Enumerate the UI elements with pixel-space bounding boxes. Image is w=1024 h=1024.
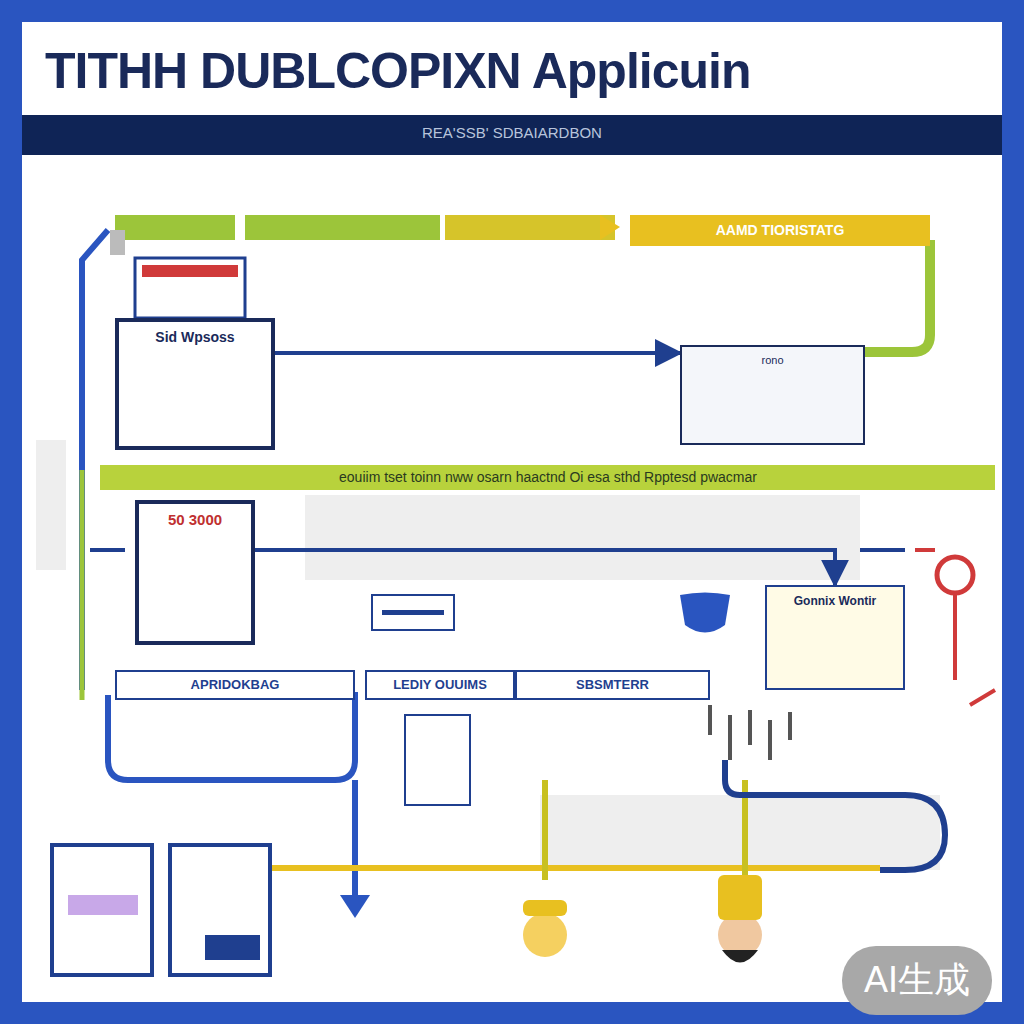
top-band	[445, 215, 615, 240]
stage-label: APRIDOKBAG	[115, 670, 355, 700]
report-panel: Gonnix Wontir	[765, 585, 905, 690]
connector	[275, 351, 680, 355]
node-text: 50 3000	[168, 511, 222, 529]
document-icon	[52, 845, 152, 975]
subtitle-band	[22, 115, 1002, 155]
antenna	[110, 230, 125, 255]
stage-label: SBSMTERR	[515, 670, 710, 700]
pipe	[270, 865, 880, 871]
wire	[90, 548, 125, 552]
wire	[915, 548, 935, 552]
middle-band	[100, 465, 995, 490]
small-box-line	[382, 610, 444, 615]
worker-figure	[523, 913, 567, 957]
beard	[722, 950, 758, 963]
pipe	[352, 780, 358, 900]
node-text: LEDIY OUUIMS	[393, 677, 487, 693]
document-panel: rono	[680, 345, 865, 445]
wire	[860, 548, 905, 552]
stage-label: AAMD TIORISTATG	[630, 215, 930, 246]
node-text: APRIDOKBAG	[191, 677, 280, 693]
watermark: AI生成	[842, 946, 992, 1015]
band-arrow	[600, 215, 620, 240]
document-icon	[170, 845, 270, 975]
pipe	[545, 780, 745, 880]
red-icon	[937, 557, 973, 593]
machine-box: Sid Wpsoss	[115, 318, 275, 450]
node-text: Gonnix Wontir	[794, 594, 876, 608]
node-text: rono	[761, 354, 783, 367]
hard-hat	[523, 900, 567, 916]
grey-panel	[540, 795, 940, 870]
pipe	[82, 230, 108, 690]
pipe-end	[340, 895, 370, 918]
side-panel	[36, 440, 66, 570]
pipe	[725, 760, 945, 870]
small-box	[372, 595, 454, 630]
top-band	[115, 215, 235, 240]
top-band	[245, 215, 440, 240]
node-text: Sid Wpsoss	[155, 329, 234, 346]
red-wire	[955, 595, 995, 705]
diagram-title: TITHH DUBLCOPIXN Applicuin	[45, 42, 750, 100]
cabinet	[405, 715, 470, 805]
hard-hat	[718, 875, 762, 920]
glyph-marks	[710, 705, 790, 760]
machine-panel	[142, 265, 238, 277]
document-panel	[205, 935, 260, 960]
stage-label: LEDIY OUUIMS	[365, 670, 515, 700]
pipe	[80, 470, 85, 700]
barcode	[68, 895, 138, 915]
connector	[255, 550, 835, 585]
machine-illustration	[135, 258, 245, 318]
inner-ground	[22, 22, 1002, 1002]
monitor-box: 50 3000	[135, 500, 255, 645]
pipe	[108, 692, 355, 780]
pipe	[865, 240, 930, 352]
shield-icon	[680, 593, 730, 633]
grey-panel	[305, 495, 860, 580]
node-text: AAMD TIORISTATG	[716, 222, 845, 239]
subtitle: REA'SSB' SDBAIARDBON	[422, 124, 602, 141]
band-text: eouiim tset toinn nww osarn haactnd Oi e…	[339, 469, 757, 485]
node-text: SBSMTERR	[576, 677, 649, 693]
